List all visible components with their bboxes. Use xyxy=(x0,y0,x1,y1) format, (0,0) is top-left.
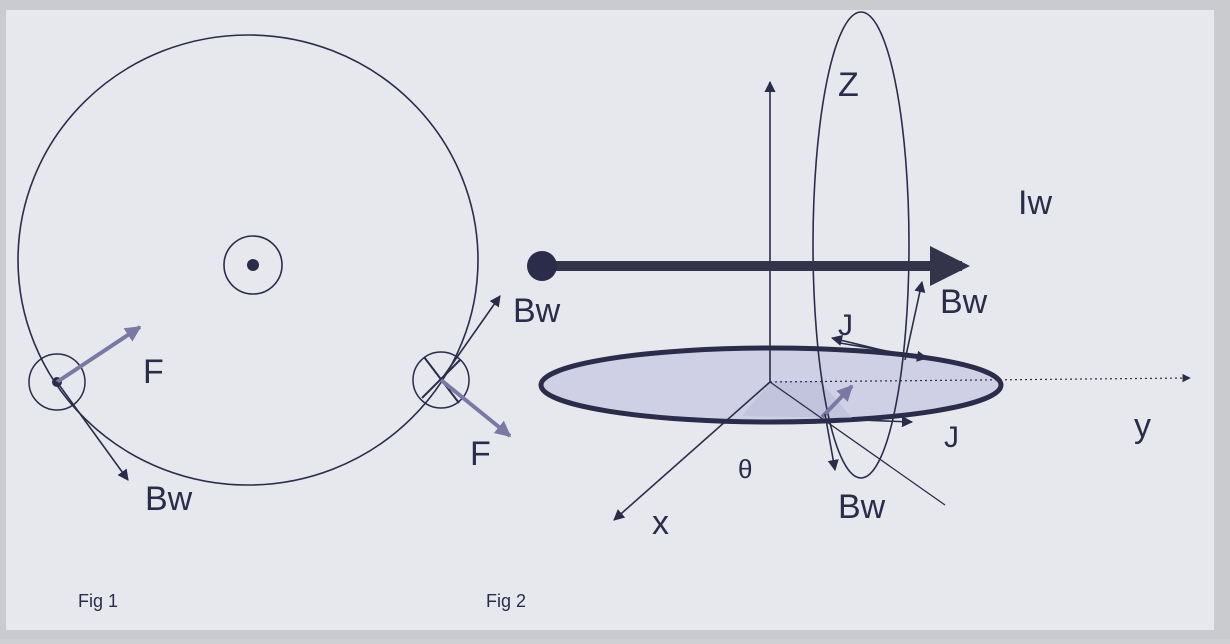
bw-label-upper: Bw xyxy=(940,283,988,321)
force-label-left: F xyxy=(143,353,164,391)
force-label-right: F xyxy=(470,435,491,473)
right-conductor-ring xyxy=(412,351,470,409)
field-loop-vertical xyxy=(812,11,910,479)
figure-1-caption: Fig 1 xyxy=(78,591,118,611)
figure-1: F Bw Bw F Fig 1 xyxy=(17,34,561,611)
j-vector-upper-b xyxy=(839,342,929,362)
current-arrow-origin xyxy=(527,251,557,281)
j-vector-upper-a xyxy=(830,334,911,358)
y-axis xyxy=(769,373,1191,383)
field-loop xyxy=(17,34,479,486)
bw-label-right: Bw xyxy=(513,292,561,330)
force-vector-left xyxy=(55,325,142,384)
bw-vector-right xyxy=(440,295,501,381)
left-conductor-ring xyxy=(28,353,86,411)
z-axis-label: Z xyxy=(838,66,859,104)
bw-vector-left xyxy=(56,381,129,481)
figure-2: Z Iw Bw J J y x θ Bw Fig 2 xyxy=(486,11,1191,611)
bw-vector-upper xyxy=(904,280,926,361)
disk-sector xyxy=(742,381,852,418)
j-vector-lower xyxy=(859,416,914,428)
current-label-iw: Iw xyxy=(1018,184,1052,222)
j-label-lower: J xyxy=(944,421,959,454)
bw-label-left: Bw xyxy=(145,480,193,518)
bw-vector-lower xyxy=(824,413,839,472)
y-axis-label: y xyxy=(1134,407,1151,445)
j-label-upper: J xyxy=(838,309,853,342)
x-axis-label: x xyxy=(652,504,669,542)
radius-line xyxy=(769,381,946,506)
x-axis xyxy=(613,381,771,521)
paper-background xyxy=(6,10,1214,630)
theta-label: θ xyxy=(738,454,752,484)
force-vector-fig2 xyxy=(820,384,854,419)
current-dot xyxy=(247,259,259,271)
current-out-of-page-marker xyxy=(223,235,283,295)
bw-label-lower: Bw xyxy=(838,488,886,526)
force-vector-right xyxy=(439,378,512,438)
figure-2-caption: Fig 2 xyxy=(486,591,526,611)
